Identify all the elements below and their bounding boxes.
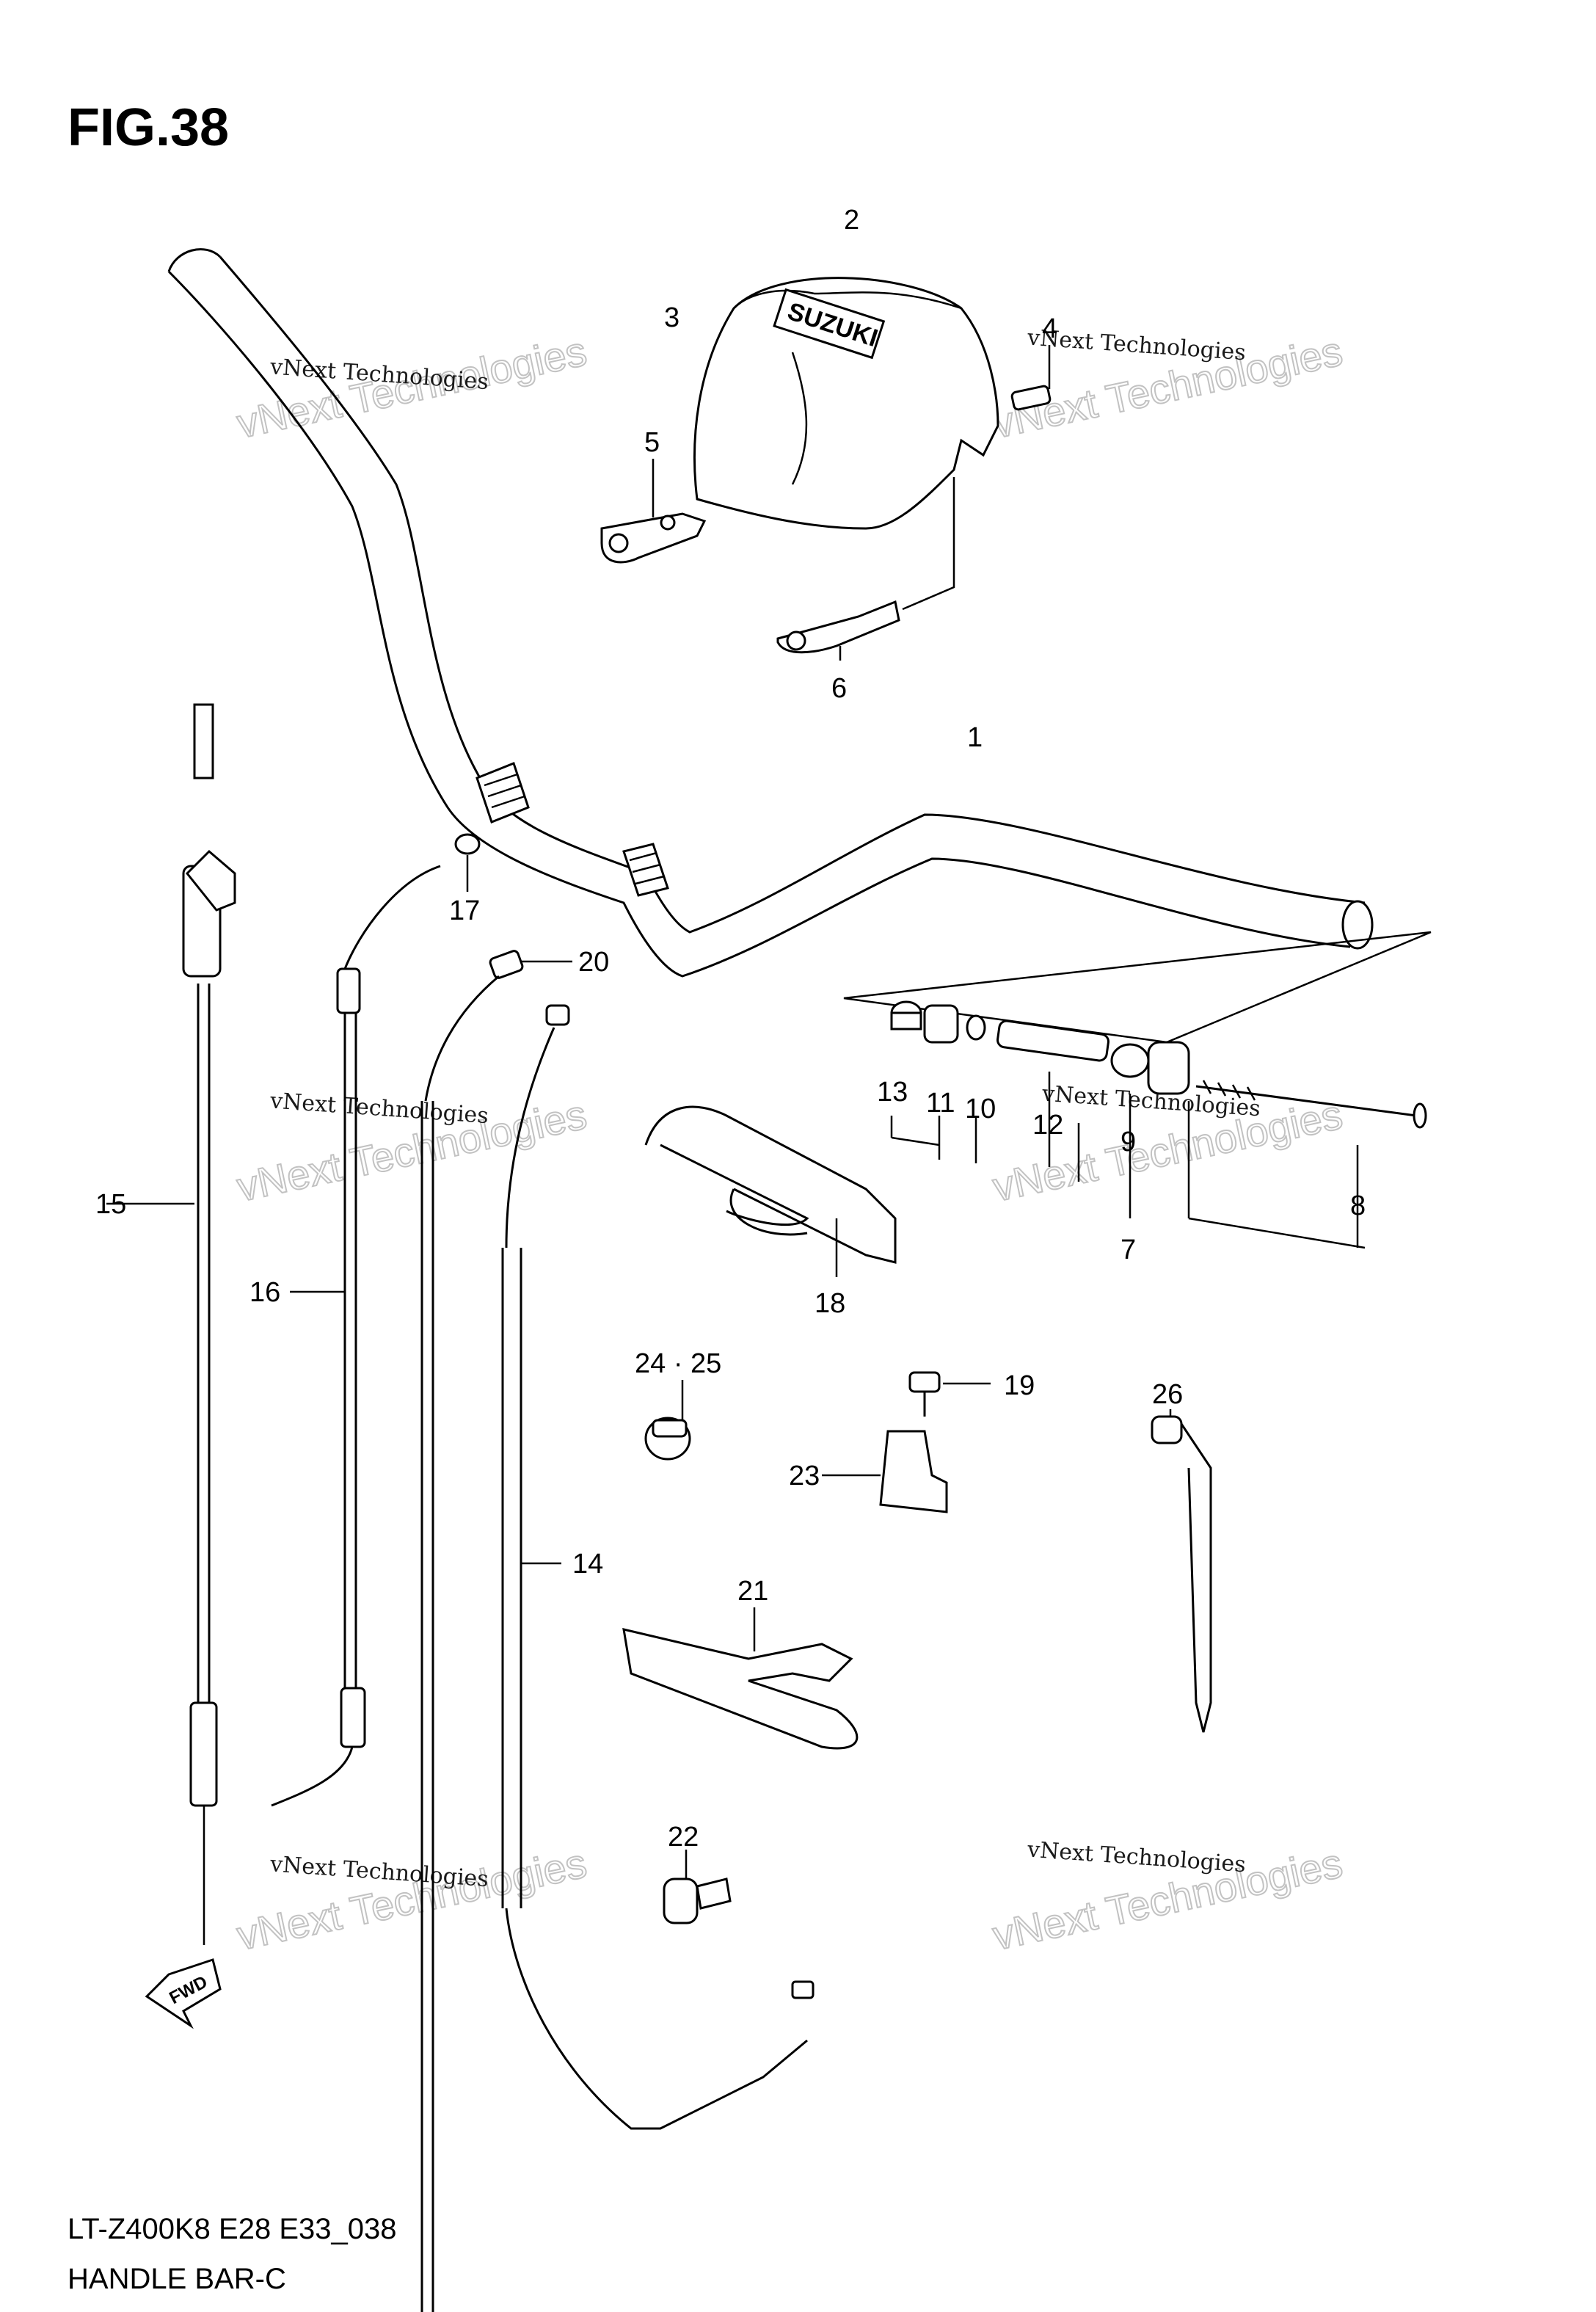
watermark-text: vNext Technologies xyxy=(1026,1837,1247,1878)
part-11-collar xyxy=(923,1004,959,1044)
callout-2: 2 xyxy=(844,205,859,236)
part-5-bracket xyxy=(600,459,707,564)
section-name: HANDLE BAR-C xyxy=(68,2263,286,2295)
watermark-group: vNext Technologies vNext Technologies vN… xyxy=(232,325,1347,1960)
callout-15: 15 xyxy=(95,1189,126,1220)
callout-12: 12 xyxy=(1032,1110,1063,1141)
watermark-top-left: vNext Technologies vNext Technologies xyxy=(232,327,591,447)
callout-16: 16 xyxy=(249,1277,280,1308)
callout-7: 7 xyxy=(1121,1235,1136,1265)
part-20-cable xyxy=(420,950,572,2312)
part-22-clamp xyxy=(663,1850,732,1924)
part-24-25-clamp xyxy=(644,1380,691,1461)
callout-18: 18 xyxy=(815,1288,845,1319)
part-1-handlebar xyxy=(167,248,1374,978)
part-9-cushion xyxy=(1110,1041,1190,1095)
part-16-cable xyxy=(271,865,441,1807)
part-15-cable xyxy=(106,703,236,1945)
mount-assembly-group xyxy=(843,931,1432,1249)
part-12-sleeve xyxy=(996,1019,1109,1062)
part-10-washer xyxy=(966,1014,986,1041)
watermark-mid-left: vNext Technologies vNext Technologies xyxy=(232,1088,591,1210)
assembly-leader-lines xyxy=(890,1072,1366,1249)
part-19-bolt xyxy=(908,1371,991,1417)
watermark-bottom-left: vNext Technologies vNext Technologies xyxy=(232,1839,591,1959)
callout-4: 4 xyxy=(1042,313,1057,344)
callout-26: 26 xyxy=(1152,1379,1183,1410)
callout-19: 19 xyxy=(1004,1370,1035,1401)
part-23-bracket xyxy=(822,1430,948,1513)
figure-title: FIG.38 xyxy=(68,98,229,157)
callout-3: 3 xyxy=(664,302,679,333)
part-13-nut xyxy=(890,1000,922,1030)
callout-10: 10 xyxy=(965,1094,996,1124)
callout-14: 14 xyxy=(572,1549,603,1579)
callout-11: 11 xyxy=(926,1088,955,1119)
callout-24-25: 24 · 25 xyxy=(635,1348,721,1379)
callout-21: 21 xyxy=(737,1576,768,1607)
part-4-bolt xyxy=(1010,345,1052,411)
handlebar-grip-marker-left xyxy=(475,762,530,824)
callout-17: 17 xyxy=(449,895,480,926)
part-2-handlebar-cover: SUZUKI xyxy=(693,277,999,530)
callout-5: 5 xyxy=(644,427,660,458)
callout-8: 8 xyxy=(1350,1190,1366,1221)
callout-1: 1 xyxy=(967,722,983,753)
callout-20: 20 xyxy=(578,947,609,978)
fwd-arrow-icon: FWD xyxy=(145,1958,222,2029)
part-21-guide xyxy=(622,1607,859,1750)
handlebar-grip-marker-right xyxy=(622,843,669,897)
part-6-bracket xyxy=(776,477,955,661)
callout-13: 13 xyxy=(877,1077,908,1108)
callout-6: 6 xyxy=(831,673,847,704)
callout-22: 22 xyxy=(668,1822,699,1853)
part-26-tool xyxy=(1151,1409,1212,1733)
callout-23: 23 xyxy=(789,1461,820,1491)
watermark-text: vNext Technologies xyxy=(269,1088,489,1129)
model-code: LT-Z400K8 E28 E33_038 xyxy=(68,2213,396,2245)
callout-labels: 1 2 3 4 5 6 7 8 9 10 11 12 13 14 15 16 1… xyxy=(95,205,1366,1853)
watermark-text: vNext Technologies xyxy=(1026,325,1247,366)
part-14-cable xyxy=(501,1004,815,2130)
part-8-long-bolt xyxy=(1195,1080,1427,1129)
part-17-cap xyxy=(454,833,481,892)
callout-9: 9 xyxy=(1121,1127,1136,1157)
watermark-bottom-right: vNext Technologies vNext Technologies xyxy=(988,1837,1347,1960)
part-18-wire-guide xyxy=(644,1105,897,1277)
